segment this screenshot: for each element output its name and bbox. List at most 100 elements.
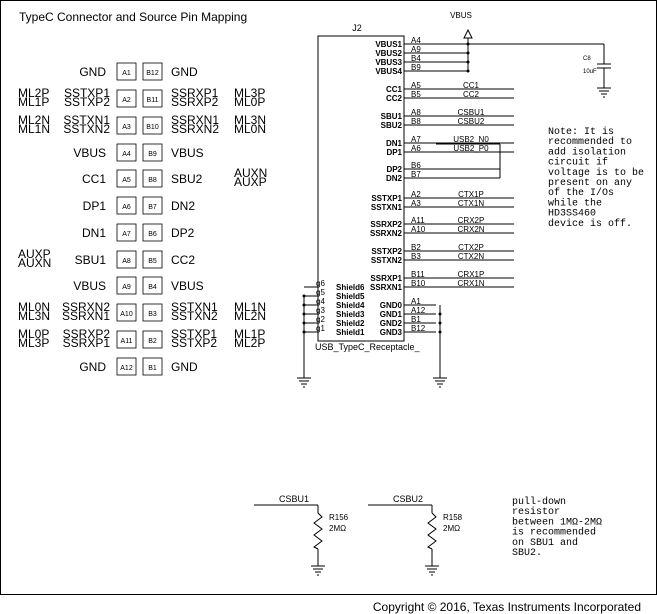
- pin-box-a3: [116, 116, 137, 135]
- connector-pin-name: GND1: [380, 310, 403, 319]
- connector-pin-name: SSTXP1: [371, 194, 402, 203]
- pin-box-b10: [142, 116, 163, 135]
- note-line: on SBU1 and: [512, 537, 578, 549]
- pin-box-a8: [116, 250, 137, 269]
- junction-dot: [466, 51, 470, 55]
- resistor-refdes: R158: [443, 513, 463, 522]
- pin-signal-label: VBUS: [73, 146, 106, 160]
- pin-box-b2: [142, 330, 163, 349]
- connector-body: [317, 35, 405, 342]
- note-line: is recommended: [512, 527, 596, 539]
- pin-box-a1: [116, 62, 137, 81]
- pin-number-label: B10: [146, 124, 159, 131]
- resistor-value: 2MΩ: [443, 524, 460, 533]
- pin-number-label: B12: [146, 70, 159, 77]
- pin-signal-label: SSRXN2: [62, 300, 110, 314]
- pin-box-a10: [116, 303, 137, 322]
- pin-signal-label: SBU1: [75, 253, 107, 267]
- connector-pin-number: B5: [411, 90, 421, 99]
- ground-symbol-icon: [311, 558, 325, 576]
- pin-alt-mode-label: ML3P: [18, 336, 49, 350]
- connector-pin-name: VBUS2: [375, 49, 402, 58]
- pin-signal-label: VBUS: [171, 279, 204, 293]
- net-label: CTX1P: [458, 190, 484, 199]
- connector-pin-name: SSRXN1: [370, 283, 403, 292]
- junction-dot: [466, 42, 470, 46]
- shield-pin-number: g5: [316, 288, 325, 297]
- pin-signal-label: VBUS: [73, 279, 106, 293]
- pin-alt-mode-label: ML0N: [18, 300, 50, 314]
- connector-pin-number: B3: [411, 252, 421, 261]
- connector-pin-name: SSRXP1: [370, 274, 402, 283]
- pin-alt-mode-label: ML1N: [234, 300, 266, 314]
- connector-pin-name: DN1: [386, 139, 403, 148]
- pin-box-a7: [116, 223, 137, 242]
- pin-signal-label: GND: [171, 360, 198, 374]
- pin-signal-label: CC2: [171, 253, 195, 267]
- resistor-refdes: R156: [329, 513, 349, 522]
- connector-pin-name: SSRXP2: [370, 220, 402, 229]
- pin-number-label: B9: [148, 151, 157, 158]
- connector-pin-name: VBUS4: [375, 67, 402, 76]
- pin-alt-mode-label: ML3N: [234, 113, 266, 127]
- pin-alt-mode-label: ML0N: [234, 122, 266, 136]
- net-label: CC1: [463, 81, 480, 90]
- pin-box-a11: [116, 330, 137, 349]
- shield-pin-number: g6: [316, 279, 325, 288]
- connector-pin-name: DN2: [386, 174, 403, 183]
- resistor-value: 2MΩ: [329, 524, 346, 533]
- shield-pin-name: Shield3: [336, 310, 365, 319]
- ground-symbol-icon: [425, 558, 439, 576]
- pin-box-a12: [116, 357, 137, 376]
- shield-pin-name: Shield5: [336, 292, 365, 301]
- note-line: recommended to: [548, 136, 632, 148]
- net-label: CSBU1: [279, 494, 309, 504]
- pin-box-b9: [142, 143, 163, 162]
- vbus-power-icon: [463, 28, 473, 39]
- pin-signal-label: SSTXP1: [64, 86, 110, 100]
- connector-pin-number: B12: [411, 324, 426, 333]
- pin-alt-mode-label: ML2N: [18, 113, 50, 127]
- ground-symbol-icon: [597, 80, 611, 98]
- pin-number-label: A6: [122, 204, 131, 211]
- connector-pin-name: VBUS1: [375, 40, 402, 49]
- pin-signal-label: DP2: [171, 226, 195, 240]
- pin-alt-mode-label: ML3N: [18, 309, 50, 323]
- pin-number-label: A9: [122, 284, 131, 291]
- connector-pin-number: A10: [411, 225, 426, 234]
- pin-alt-mode-label: ML0P: [18, 327, 49, 341]
- note-line: pull-down: [512, 496, 566, 508]
- connector-pin-name: GND3: [380, 328, 403, 337]
- pin-box-b7: [142, 196, 163, 215]
- pin-number-label: A7: [122, 231, 131, 238]
- pin-alt-mode-label: ML2N: [234, 309, 266, 323]
- capacitor-refdes: C8: [583, 56, 591, 62]
- note-line: voltage is to be: [548, 167, 644, 179]
- shield-pin-number: g4: [316, 297, 325, 306]
- connector-pin-number: B9: [411, 63, 421, 72]
- pin-alt-mode-label: AUXP: [18, 247, 51, 261]
- junction-dot: [466, 69, 470, 73]
- connector-pin-name: DP2: [386, 165, 402, 174]
- connector-pin-number: A8: [411, 108, 421, 117]
- net-label: CSBU1: [458, 108, 485, 117]
- connector-pin-name: CC2: [386, 94, 403, 103]
- connector-pin-name: SBU1: [381, 112, 403, 121]
- pin-signal-label: SSRXN1: [62, 309, 110, 323]
- shield-pin-name: Shield6: [336, 283, 365, 292]
- net-label: CTX2P: [458, 243, 484, 252]
- resistor-icon: [427, 512, 437, 550]
- connector-pin-name: CC1: [386, 85, 403, 94]
- pin-signal-label: GND: [79, 65, 106, 79]
- pin-signal-label: SSRXP2: [171, 95, 219, 109]
- connector-pin-name: DP1: [386, 148, 402, 157]
- connector-pin-number: B8: [411, 117, 421, 126]
- net-label: CRX2P: [458, 216, 485, 225]
- connector-pin-number: A12: [411, 306, 426, 315]
- pin-number-label: B6: [148, 231, 157, 238]
- shield-pin-name: Shield2: [336, 319, 365, 328]
- note-line: HD3SS460: [548, 209, 596, 220]
- connector-pin-number: B7: [411, 170, 421, 179]
- junction-dot: [302, 330, 306, 334]
